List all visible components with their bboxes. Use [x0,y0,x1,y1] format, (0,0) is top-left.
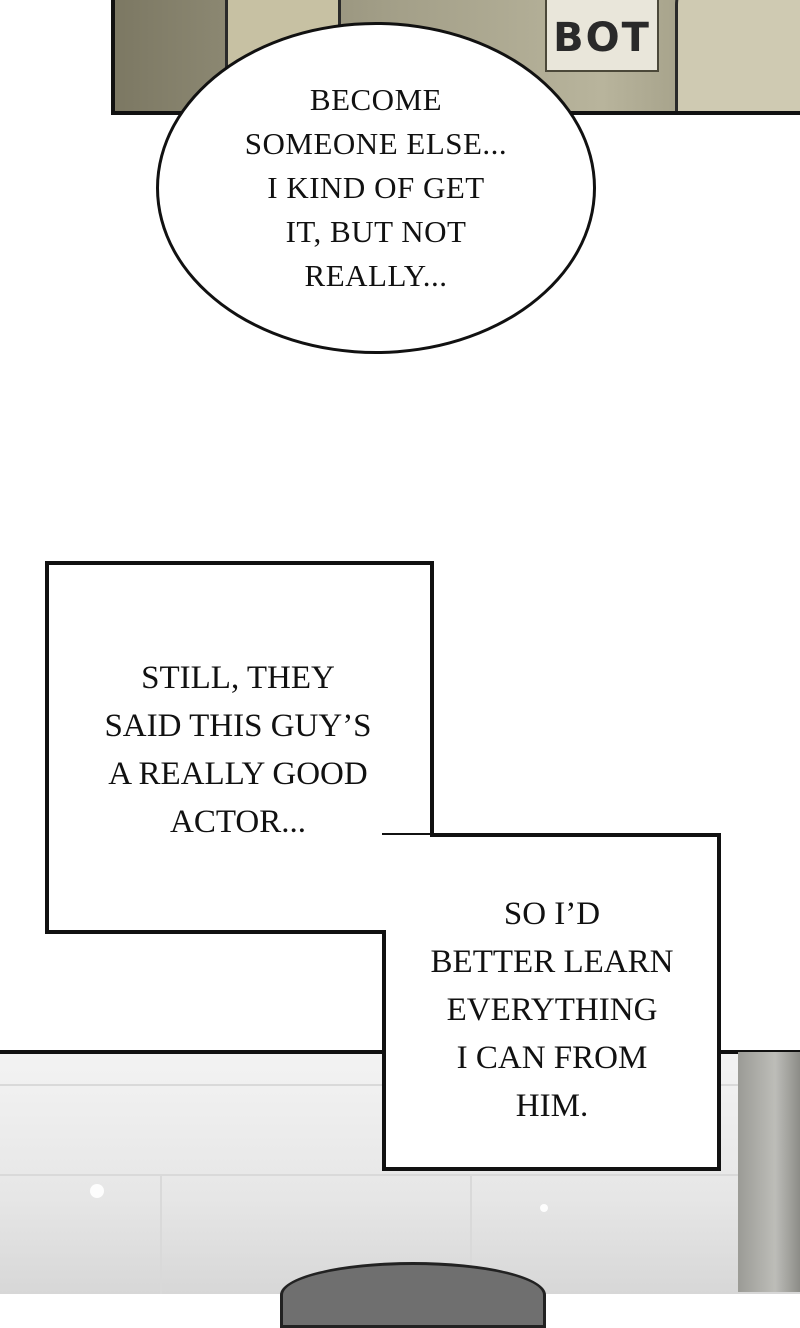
caption-line: EVERYTHING [446,992,658,1028]
wall-line [0,1084,740,1086]
wall-line [470,1174,472,1294]
caption-merge-cover [49,835,430,930]
speech-bubble-text: BECOME SOMEONE ELSE... I KIND OF GET IT,… [245,78,507,298]
caption-line: SAID THIS GUY’S [104,708,372,744]
speech-bubble: BECOME SOMEONE ELSE... I KIND OF GET IT,… [156,22,596,354]
caption-line: BETTER LEARN [430,944,674,980]
caption-text-1: STILL, THEY SAID THIS GUY’S A REALLY GOO… [48,654,428,846]
right-strip-background [738,1052,800,1292]
speech-line: I KIND OF GET [267,170,485,205]
caption-line: HIM. [515,1088,589,1124]
caption-line: A REALLY GOOD [108,756,368,792]
sparkle [540,1204,548,1212]
caption-line: I CAN FROM [456,1040,648,1076]
caption-box-2 [382,833,721,1171]
wall-line [0,1174,740,1176]
figure-right [675,0,800,111]
wall-line [160,1174,162,1294]
caption-line: SO I’D [503,896,601,932]
sign-board: BOT [545,0,659,72]
speech-line: IT, BUT NOT [285,214,467,249]
speech-line: REALLY... [304,258,448,293]
caption-text-2: SO I’D BETTER LEARN EVERYTHING I CAN FRO… [386,890,718,1130]
speech-line: SOMEONE ELSE... [244,126,508,161]
character-head [280,1262,546,1328]
sign-text: BOT [553,15,651,61]
speech-line: BECOME [309,82,443,117]
caption-line: ACTOR... [170,804,306,840]
caption-line: STILL, THEY [141,660,335,696]
sparkle [90,1184,104,1198]
